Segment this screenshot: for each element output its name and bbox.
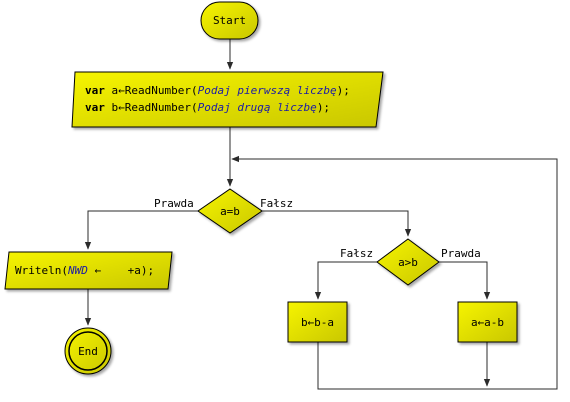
decision-eq-node[interactable]: [197, 188, 263, 234]
decision-eq-label: a=b: [220, 205, 240, 218]
edge-eq-false: [262, 210, 412, 237]
input-line-2-keyword: var: [85, 101, 105, 114]
label-gt-true: Prawda: [441, 247, 481, 260]
edge-loop-back: [231, 155, 558, 390]
input-line-1-string: Podaj pierwszą liczbę: [198, 84, 337, 97]
start-label: Start: [213, 14, 246, 27]
output-suffix: ← +a);: [88, 264, 154, 277]
edge-gt-false: [314, 261, 377, 300]
input-line-2-string: Podaj drugą liczbę: [198, 101, 318, 114]
input-line-1-prefix: a←ReadNumber(: [105, 84, 198, 97]
input-line-2-suffix: );: [317, 101, 330, 114]
input-line-2-prefix: b←ReadNumber(: [105, 101, 198, 114]
end-label: End: [78, 345, 98, 358]
output-prefix: Writeln(: [15, 264, 68, 277]
input-line-1: var a←ReadNumber(Podaj pierwszą liczbę);: [85, 84, 350, 97]
label-eq-false: Fałsz: [260, 197, 293, 210]
edge-eq-true: [84, 210, 198, 250]
output-string: NWD: [67, 264, 88, 277]
assign-a-node[interactable]: [457, 301, 518, 343]
input-line-1-suffix: );: [337, 84, 350, 97]
input-line-2: var b←ReadNumber(Podaj drugą liczbę);: [85, 101, 330, 114]
end-node[interactable]: [64, 327, 112, 375]
edges: [84, 39, 558, 390]
decision-gt-label: a>b: [398, 256, 418, 269]
edge-gt-true: [439, 261, 491, 300]
input-node[interactable]: [71, 71, 384, 128]
assign-a-label: a←a-b: [471, 316, 504, 329]
label-gt-false: Fałsz: [340, 247, 373, 260]
assign-b-label: b←b-a: [301, 316, 334, 329]
label-eq-true: Prawda: [154, 197, 194, 210]
output-text: Writeln(NWD ← +a);: [15, 264, 154, 277]
input-line-1-keyword: var: [85, 84, 105, 97]
edge-assign-b-merge: [317, 342, 487, 390]
decision-gt-node[interactable]: [376, 238, 440, 286]
start-node[interactable]: [200, 1, 259, 40]
output-node[interactable]: [4, 251, 173, 290]
assign-b-node[interactable]: [287, 301, 348, 343]
